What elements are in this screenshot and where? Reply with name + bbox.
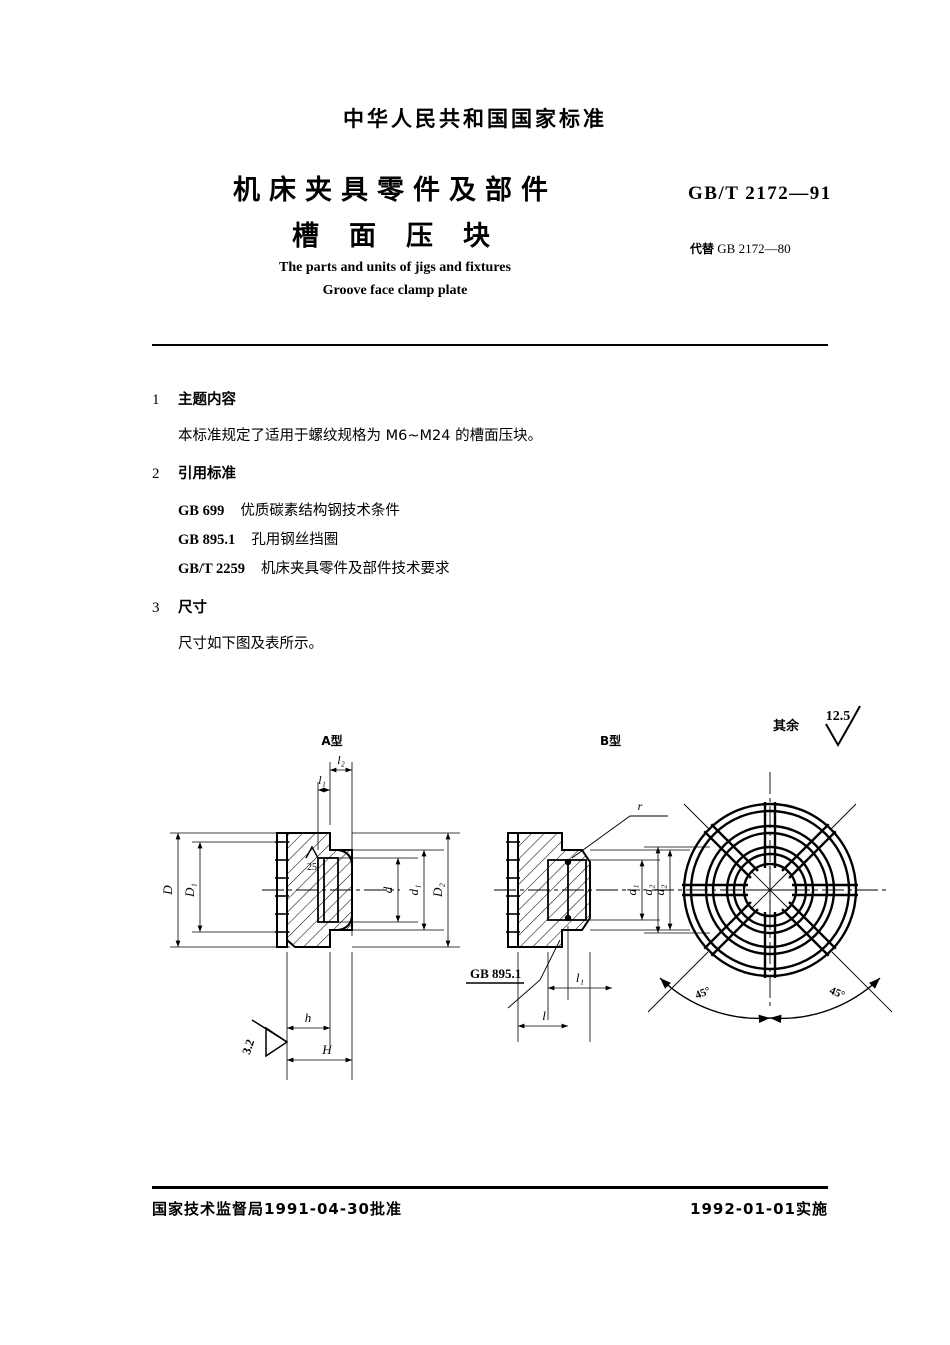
english-title-line-1: The parts and units of jigs and fixtures: [279, 260, 511, 275]
end-view: 45° 45° d₂: [640, 772, 893, 1024]
end-view-bore: [742, 862, 798, 918]
reference-item: GB/T 2259 机床夹具零件及部件技术要求: [178, 557, 450, 578]
dim-d-label: d: [380, 886, 395, 893]
end-view-leaders: [683, 803, 857, 831]
section-2-title: 引用标准: [178, 466, 236, 482]
dim-r-label: r: [638, 799, 643, 813]
dim-D2-label: D₂: [430, 883, 445, 898]
dim-l2-label: l₂: [337, 753, 345, 767]
reference-item: GB 699 优质碳素结构钢技术条件: [178, 499, 400, 520]
approval-statement: 国家技术监督局1991-04-30批准: [152, 1200, 402, 1218]
view-b-groove-teeth: [506, 841, 520, 933]
view-a-title: A型: [321, 733, 342, 748]
end-view-groove-circles: [682, 802, 858, 978]
section-3-title: 尺寸: [178, 600, 207, 616]
dim-b-d1-label: d₁: [624, 884, 639, 895]
dim-d1-label: d₁: [406, 884, 421, 895]
dim-l1-label: l₁: [318, 773, 326, 787]
end-view-angle-dims: [647, 951, 893, 1024]
reference-name: 机床夹具零件及部件技术要求: [261, 561, 450, 577]
section-3-number: 3: [152, 600, 160, 616]
dim-D1-label: D₁: [182, 883, 197, 898]
document-title-line-1: 机床夹具零件及部件: [233, 175, 557, 206]
dim-D-label: D: [160, 885, 175, 896]
dim-h-label: h: [305, 1010, 312, 1025]
view-b-title: B型: [600, 733, 621, 748]
document-title-line-2: 槽面压块: [292, 221, 520, 252]
end-view-d2-label: d₂: [640, 884, 655, 896]
reference-code: GB 699: [178, 503, 225, 519]
english-title: The parts and units of jigs and fixtures…: [170, 256, 620, 302]
reference-item: GB 895.1 孔用钢丝挡圈: [178, 528, 338, 549]
section-2-number: 2: [152, 466, 160, 482]
section-3-body: 尺寸如下图及表所示。: [178, 636, 323, 652]
section-2-heading: 2 引用标准: [152, 462, 236, 483]
section-1-heading: 1 主题内容: [152, 388, 236, 409]
reference-code: GB 895.1: [178, 532, 236, 548]
angle-left-label: 45°: [693, 985, 712, 1002]
roughness-symbol-3-2: [251, 1019, 289, 1058]
ring-reference-leader: [507, 939, 561, 1009]
replaces-note: 代替 GB 2172—80: [690, 240, 791, 257]
view-a-hatch: [288, 834, 351, 946]
roughness-symbol-general: [825, 705, 861, 748]
surface-note-value: 12.5: [826, 709, 851, 724]
roughness-3-2-value: 3.2: [239, 1037, 257, 1056]
footer-divider: [152, 1186, 828, 1189]
header-divider: [152, 344, 828, 346]
dim-H-label: H: [321, 1042, 332, 1057]
roughness-symbol-25: [305, 845, 319, 859]
section-3-heading: 3 尺寸: [152, 596, 207, 617]
ring-reference-label: GB 895.1: [470, 966, 521, 981]
section-1-number: 1: [152, 392, 160, 408]
dim-b-l1-label: l₁: [576, 970, 584, 985]
view-a-bottom-dimensions: [286, 952, 353, 1080]
implementation-date: 1992-01-01实施: [690, 1200, 828, 1218]
standard-number: GB/T 2172—91: [688, 183, 832, 204]
view-b-section: [507, 832, 591, 948]
reference-name: 优质碳素结构钢技术条件: [240, 503, 400, 519]
national-standard-heading: 中华人民共和国国家标准: [343, 107, 607, 131]
section-1-body: 本标准规定了适用于螺纹规格为 M6~M24 的槽面压块。: [178, 428, 543, 444]
surface-note-label: 其余: [773, 718, 800, 734]
angle-right-label: 45°: [828, 985, 847, 1002]
end-view-bore-hatch: [746, 866, 794, 914]
view-b-bottom-dimensions: [517, 926, 612, 1042]
dim-b-l-label: l: [542, 1008, 546, 1023]
section-1-title: 主题内容: [178, 392, 236, 408]
view-b-r-leader: [571, 815, 668, 859]
replaces-standard: GB 2172—80: [717, 241, 791, 256]
end-view-radial-grooves: [682, 802, 858, 978]
document-title: 机床夹具零件及部件 槽面压块: [170, 168, 620, 260]
view-a-top-dimensions: [317, 762, 353, 936]
replaces-label: 代替: [690, 242, 715, 256]
view-a-right-dimensions: [338, 832, 460, 948]
technical-drawing: 其余 12.5 A型: [0, 690, 950, 1110]
reference-code: GB/T 2259: [178, 561, 246, 577]
reference-name: 孔用钢丝挡圈: [251, 532, 339, 548]
end-view-left-dimension: [644, 846, 710, 934]
view-a-left-dimensions: [170, 832, 290, 948]
roughness-25-value: 25: [307, 862, 317, 873]
english-title-line-2: Groove face clamp plate: [322, 283, 468, 298]
